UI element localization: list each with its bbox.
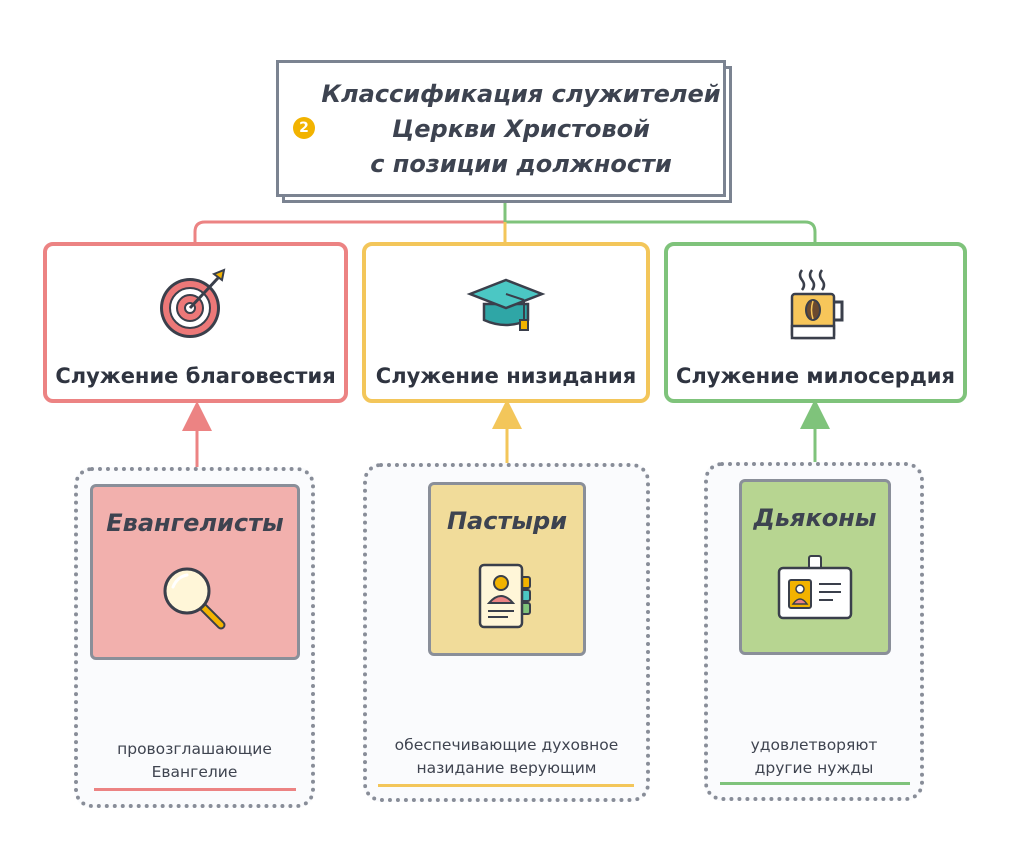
coffee-cup-icon: [790, 269, 843, 340]
role-card-deacons: Дьяконы: [739, 479, 891, 655]
divider-yellow: [378, 784, 634, 787]
role-description: провозглашающие Евангелие: [74, 738, 315, 784]
desc-line-2: Евангелие: [151, 763, 238, 781]
id-badge-icon: [777, 555, 853, 620]
desc-line-2: назидание верующим: [416, 759, 597, 777]
divider-red: [94, 788, 296, 791]
desc-line-1: обеспечивающие духовное: [394, 736, 619, 754]
target-icon: [159, 268, 225, 338]
title-line-2: Церкви Христовой: [392, 115, 650, 143]
category-evangelism: Служение благовестия: [43, 242, 348, 403]
role-title: Евангелисты: [106, 509, 284, 537]
category-mercy: Служение милосердия: [664, 242, 967, 403]
category-label: Служение благовестия: [55, 364, 336, 388]
role-description: удовлетворяют другие нужды: [704, 734, 924, 780]
magnifier-icon: [163, 567, 226, 630]
role-card-evangelists: Евангелисты: [90, 484, 300, 660]
desc-line-1: провозглашающие: [117, 740, 272, 758]
connector-red: [193, 220, 505, 246]
page-title: Классификация служителей Церкви Христово…: [319, 77, 723, 182]
role-title: Пастыри: [446, 507, 568, 535]
graduation-cap-icon: [466, 278, 546, 331]
profile-folder-icon: [478, 563, 531, 629]
role-title: Дьяконы: [753, 504, 877, 532]
divider-green: [720, 782, 910, 785]
category-label: Служение милосердия: [676, 364, 955, 388]
role-card-pastors: Пастыри: [428, 482, 586, 656]
title-line-3: с позиции должности: [370, 150, 672, 178]
title-line-1: Классификация служителей: [321, 80, 721, 108]
category-edification: Служение низидания: [362, 242, 650, 403]
connector-green: [505, 220, 817, 246]
category-label: Служение низидания: [375, 364, 637, 388]
role-description: обеспечивающие духовное назидание верующ…: [363, 734, 650, 780]
desc-line-1: удовлетворяют: [750, 736, 878, 754]
step-badge: 2: [293, 117, 315, 139]
title-box: 2 Классификация служителей Церкви Христо…: [276, 60, 726, 197]
desc-line-2: другие нужды: [754, 759, 874, 777]
